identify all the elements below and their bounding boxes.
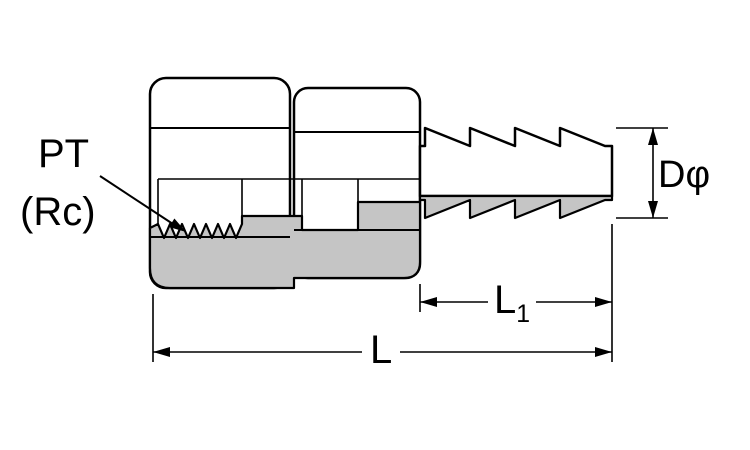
overall-length-label: L xyxy=(362,330,401,370)
l-arrowhead-left xyxy=(153,347,170,357)
diameter-arrowhead-top xyxy=(648,128,658,145)
thread-label-pt: PT xyxy=(38,132,90,176)
l-arrowhead-right xyxy=(595,347,612,357)
cross-section-fill xyxy=(148,194,614,290)
diameter-arrowhead-bottom xyxy=(648,201,658,218)
diameter-label: Dφ xyxy=(658,154,711,196)
barb-length-label-subscript: 1 xyxy=(516,301,531,328)
barb-length-label: L1 xyxy=(488,278,537,328)
thread-leader-arrowhead xyxy=(169,218,186,232)
barb-stem-outline xyxy=(418,126,614,198)
thread-label-rc: (Rc) xyxy=(20,190,96,234)
thread-leader-line xyxy=(99,175,177,227)
l1-arrowhead-left xyxy=(420,297,437,307)
barb-length-label-base: L xyxy=(494,278,517,322)
l1-arrowhead-right xyxy=(595,297,612,307)
